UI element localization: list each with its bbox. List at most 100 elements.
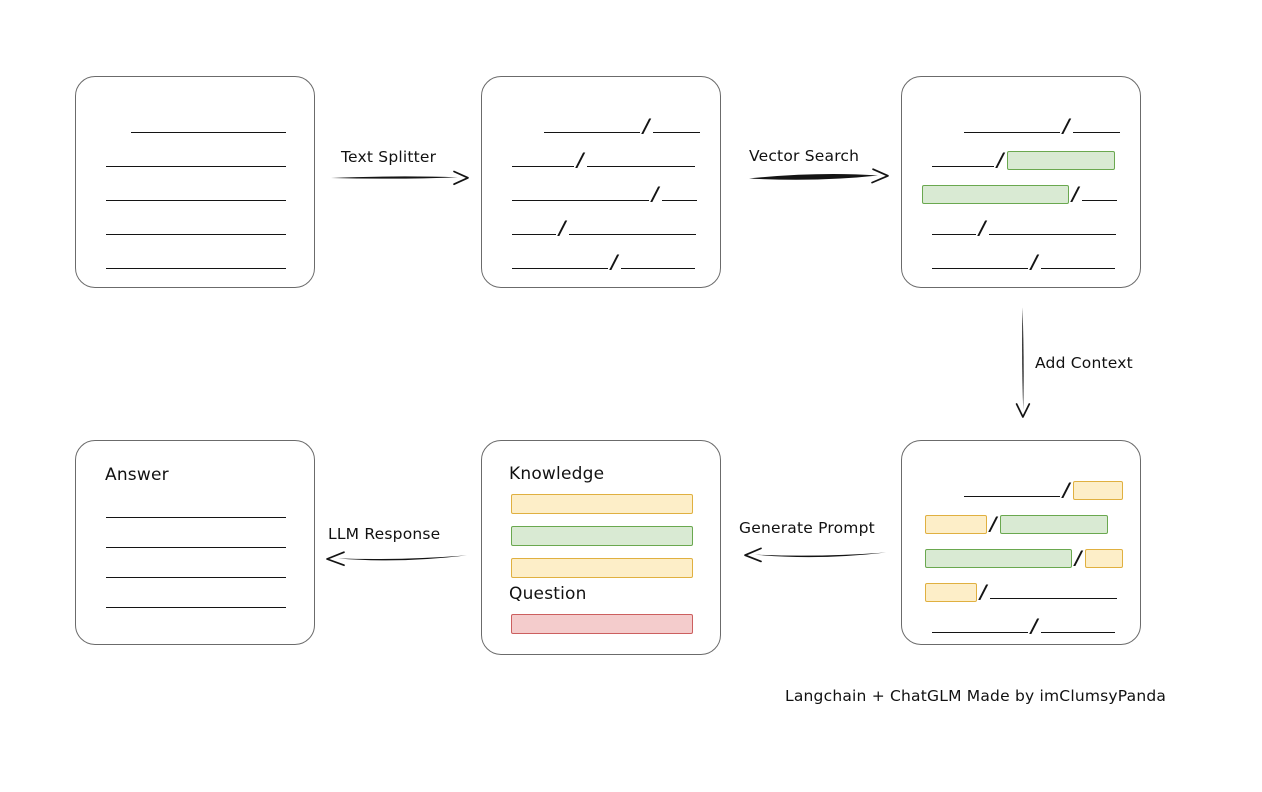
node-source-document[interactable] <box>75 76 315 288</box>
text-line-segment <box>932 632 1028 633</box>
text-line-segment <box>620 268 695 269</box>
separator-slash: / <box>577 149 584 171</box>
edge-label-add-context: Add Context <box>1035 354 1133 372</box>
document-row: / <box>932 251 1115 273</box>
highlighted-chunk-yellow <box>925 514 987 534</box>
text-line-segment <box>964 496 1060 497</box>
node-matched-chunks[interactable]: / / / / / <box>901 76 1141 288</box>
answer-text-line <box>106 577 286 578</box>
text-line-segment <box>989 598 1117 599</box>
answer-text-line <box>106 517 286 518</box>
text-line-segment <box>568 234 696 235</box>
document-row: / <box>925 513 1108 535</box>
highlighted-chunk-green <box>999 514 1108 534</box>
separator-slash: / <box>611 251 618 273</box>
matched-chunks-rows: / / / / / <box>902 77 1140 287</box>
document-row: / <box>932 615 1115 637</box>
prompt-knowledge-label: Knowledge <box>509 464 605 484</box>
node-context-chunks[interactable]: / / / / / <box>901 440 1141 645</box>
separator-slash: / <box>1063 479 1070 501</box>
text-line-segment <box>512 200 649 201</box>
text-line-segment <box>512 234 556 235</box>
text-line-segment <box>106 268 286 269</box>
text-line-segment <box>106 234 286 235</box>
separator-slash: / <box>1075 547 1082 569</box>
context-chunks-rows: / / / / / <box>902 441 1140 644</box>
document-row <box>106 183 286 205</box>
node-prompt[interactable]: Knowledge Question <box>481 440 721 655</box>
text-line-segment <box>512 166 574 167</box>
separator-slash: / <box>997 149 1004 171</box>
highlighted-chunk-green <box>1006 150 1115 170</box>
separator-slash: / <box>980 581 987 603</box>
highlighted-chunk-green <box>925 548 1072 568</box>
separator-slash: / <box>979 217 986 239</box>
arrow-vector-search <box>749 168 889 184</box>
text-line-segment <box>106 166 286 167</box>
document-row: / <box>925 581 1117 603</box>
document-row <box>106 217 286 239</box>
arrow-add-context <box>1015 307 1031 418</box>
document-row: / <box>512 251 695 273</box>
text-line-segment <box>964 132 1060 133</box>
arrow-llm-response <box>326 551 467 567</box>
text-line-segment <box>1040 632 1115 633</box>
edge-label-text-splitter: Text Splitter <box>341 148 437 166</box>
knowledge-bar <box>511 526 693 546</box>
diagram-caption: Langchain + ChatGLM Made by imClumsyPand… <box>785 687 1167 705</box>
separator-slash: / <box>1063 115 1070 137</box>
text-line-segment <box>932 166 994 167</box>
node-split-chunks[interactable]: / / / / / <box>481 76 721 288</box>
document-row: / <box>932 149 1115 171</box>
arrow-text-splitter <box>331 170 469 186</box>
separator-slash: / <box>652 183 659 205</box>
highlighted-chunk-green <box>922 184 1069 204</box>
question-bar <box>511 614 693 634</box>
highlighted-chunk-yellow <box>1084 548 1123 568</box>
text-line-segment <box>512 268 608 269</box>
document-row: / <box>512 217 696 239</box>
highlighted-chunk-yellow <box>925 582 977 602</box>
knowledge-bar <box>511 494 693 514</box>
edge-label-llm-response: LLM Response <box>328 525 441 543</box>
answer-text-line <box>106 547 286 548</box>
text-line-segment <box>586 166 695 167</box>
text-line-segment <box>1072 132 1120 133</box>
text-line-segment <box>652 132 700 133</box>
answer-label: Answer <box>105 465 169 485</box>
separator-slash: / <box>1031 251 1038 273</box>
separator-slash: / <box>559 217 566 239</box>
text-line-segment <box>131 132 286 133</box>
separator-slash: / <box>990 513 997 535</box>
text-line-segment <box>932 234 976 235</box>
edge-label-generate-prompt: Generate Prompt <box>739 519 875 537</box>
document-row: / <box>932 217 1116 239</box>
separator-slash: / <box>643 115 650 137</box>
separator-slash: / <box>1031 615 1038 637</box>
document-row <box>106 251 286 273</box>
document-row: / <box>925 547 1123 569</box>
text-line-segment <box>988 234 1116 235</box>
knowledge-bar <box>511 558 693 578</box>
source-document-rows <box>76 77 314 287</box>
document-row: / <box>964 479 1123 501</box>
answer-text-line <box>106 607 286 608</box>
document-row: / <box>512 183 697 205</box>
document-row: / <box>922 183 1117 205</box>
text-line-segment <box>661 200 697 201</box>
document-row: / <box>544 115 700 137</box>
split-chunks-rows: / / / / / <box>482 77 720 287</box>
text-line-segment <box>106 200 286 201</box>
document-row <box>106 149 286 171</box>
document-row <box>131 115 286 137</box>
highlighted-chunk-yellow <box>1072 480 1123 500</box>
document-row: / <box>512 149 695 171</box>
text-line-segment <box>1081 200 1117 201</box>
text-line-segment <box>1040 268 1115 269</box>
separator-slash: / <box>1072 183 1079 205</box>
text-line-segment <box>932 268 1028 269</box>
document-row: / <box>964 115 1120 137</box>
text-line-segment <box>544 132 640 133</box>
node-answer[interactable]: Answer <box>75 440 315 645</box>
